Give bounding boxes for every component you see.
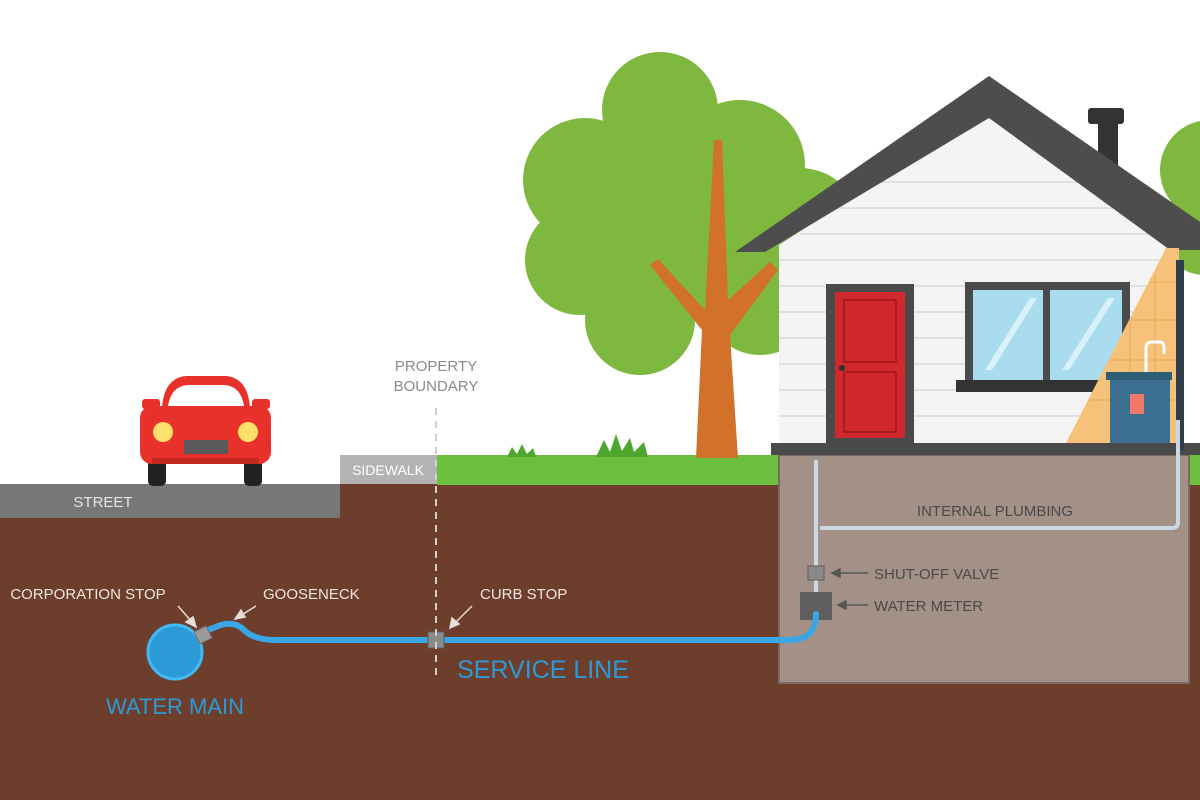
corporation-stop-label: CORPORATION STOP — [10, 586, 165, 603]
property-boundary-label-line1: PROPERTY — [395, 358, 477, 375]
shut-off-valve — [807, 565, 825, 581]
water-main-label: WATER MAIN — [106, 694, 244, 719]
basement — [778, 454, 1190, 684]
wall-pipe — [1176, 260, 1184, 450]
water-main-pipe — [146, 623, 204, 681]
street-surface — [0, 484, 340, 518]
property-boundary-label-line2: BOUNDARY — [394, 378, 479, 395]
shut-off-valve-label: SHUT-OFF VALVE — [874, 566, 999, 583]
service-line-pipe — [195, 611, 819, 643]
internal-plumbing-label: INTERNAL PLUMBING — [917, 503, 1073, 520]
sidewalk-surface — [340, 455, 437, 484]
curb-stop-label: CURB STOP — [480, 586, 567, 603]
faucet-icon — [1144, 340, 1166, 372]
callout-arrows-diagonal — [177, 605, 473, 630]
water-meter-label: WATER METER — [874, 598, 983, 615]
service-line-label: SERVICE LINE — [457, 656, 629, 684]
grass-tuft-icon — [507, 434, 648, 457]
sink-icon — [1106, 372, 1172, 443]
street-label: STREET — [73, 494, 132, 511]
callout-arrows-right — [830, 567, 868, 611]
sidewalk-label: SIDEWALK — [352, 462, 424, 478]
corporation-stop-valve — [193, 625, 213, 645]
car-icon — [140, 376, 271, 486]
gooseneck-label: GOOSENECK — [263, 586, 360, 603]
